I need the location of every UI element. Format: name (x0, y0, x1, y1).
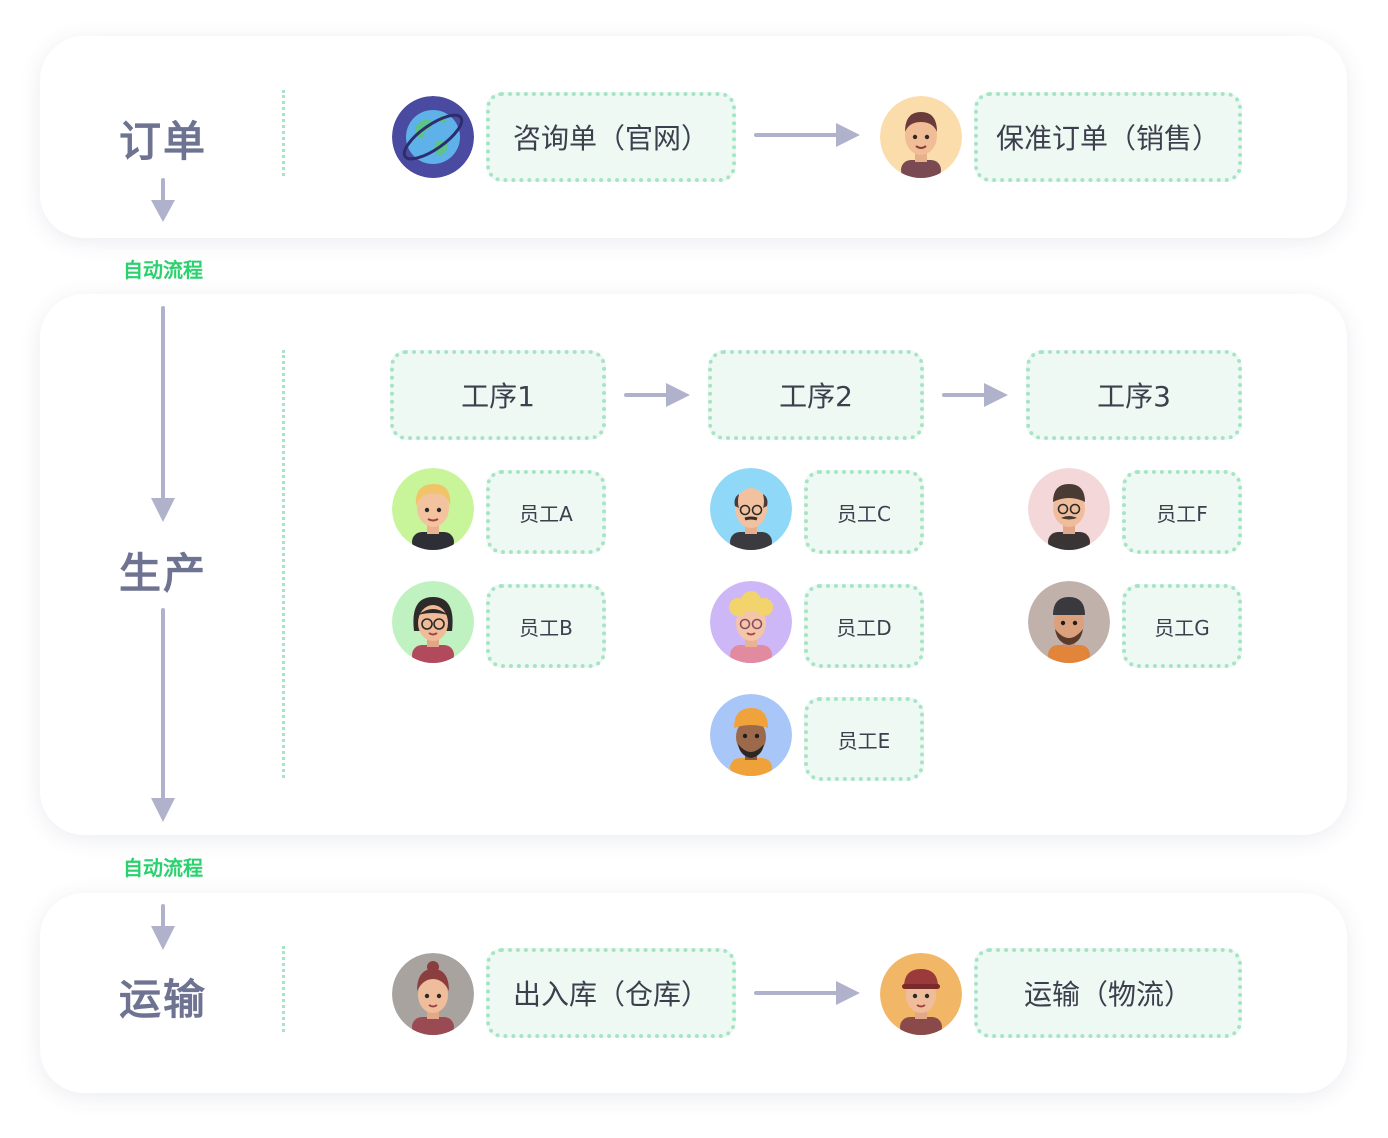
worker-e-box: 员工E (804, 697, 924, 781)
production-divider (282, 350, 285, 778)
worker-b-box: 员工B (486, 584, 606, 668)
worker-e-avatar (710, 694, 792, 776)
worker-g-box: 员工G (1122, 584, 1242, 668)
auto-flow-label-1: 自动流程 (123, 258, 203, 282)
worker-f-avatar (1028, 468, 1110, 550)
process-step-3: 工序3 (1026, 350, 1242, 440)
worker-c-avatar (710, 468, 792, 550)
warehouse-avatar (392, 953, 474, 1035)
worker-c-box: 员工C (804, 470, 924, 554)
globe-icon (392, 96, 474, 178)
inquiry-form-box: 咨询单（官网） (486, 92, 736, 182)
sales-avatar (880, 96, 962, 178)
shipping-divider (282, 946, 285, 1032)
warehouse-box: 出入库（仓库） (486, 948, 736, 1038)
order-divider (282, 90, 285, 176)
auto-flow-label-2: 自动流程 (123, 856, 203, 880)
process-step-2: 工序2 (708, 350, 924, 440)
shipping-stage-label: 运输 (118, 975, 207, 1024)
worker-d-avatar (710, 581, 792, 663)
worker-a-avatar (392, 468, 474, 550)
order-stage-label: 订单 (118, 117, 207, 166)
worker-d-box: 员工D (804, 584, 924, 668)
worker-a-box: 员工A (486, 470, 606, 554)
worker-g-avatar (1028, 581, 1110, 663)
worker-b-avatar (392, 581, 474, 663)
process-step-1: 工序1 (390, 350, 606, 440)
logistics-avatar (880, 953, 962, 1035)
confirmed-order-box: 保准订单（销售） (974, 92, 1242, 182)
logistics-box: 运输（物流） (974, 948, 1242, 1038)
production-stage-label: 生产 (118, 549, 207, 598)
worker-f-box: 员工F (1122, 470, 1242, 554)
